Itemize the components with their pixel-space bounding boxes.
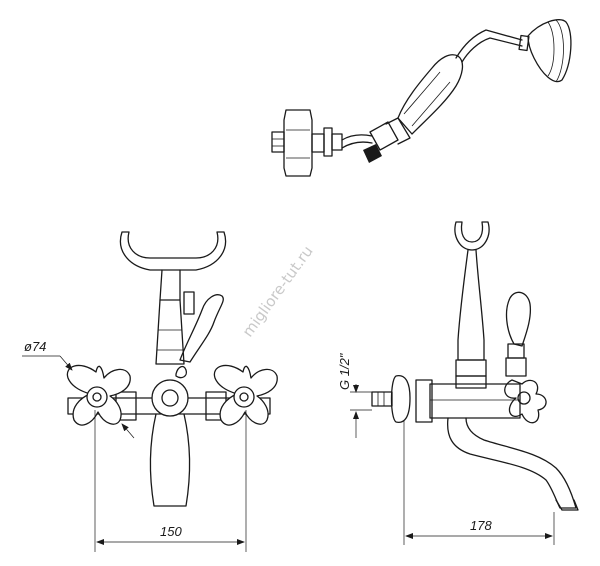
mixer-side-view — [371, 221, 579, 511]
left-cross-handle — [66, 364, 131, 426]
right-cross-handle — [213, 364, 278, 426]
watermark: migliore-tut.ru — [239, 242, 317, 340]
dimension-178-label: 178 — [470, 518, 492, 533]
dimension-diameter: ø74 — [22, 339, 135, 439]
hand-shower-view — [271, 19, 572, 177]
dimension-150-label: 150 — [160, 524, 182, 539]
spout-front — [149, 413, 191, 507]
dimension-thread: G 1/2" — [337, 352, 372, 438]
handle-connector — [363, 117, 411, 163]
diameter-label: ø74 — [24, 339, 46, 354]
thread-label: G 1/2" — [337, 352, 352, 390]
shower-cradle-front — [119, 231, 227, 301]
spout-side — [446, 417, 577, 509]
dimension-178: 178 — [403, 420, 555, 545]
shower-handle — [397, 54, 464, 135]
diverter-lever — [179, 294, 224, 363]
shower-head — [527, 19, 572, 83]
mixer-front-view — [66, 231, 278, 507]
wall-connector — [271, 109, 343, 177]
side-lever — [505, 291, 532, 347]
dimension-150: 150 — [94, 410, 247, 552]
shower-hose — [341, 134, 373, 141]
